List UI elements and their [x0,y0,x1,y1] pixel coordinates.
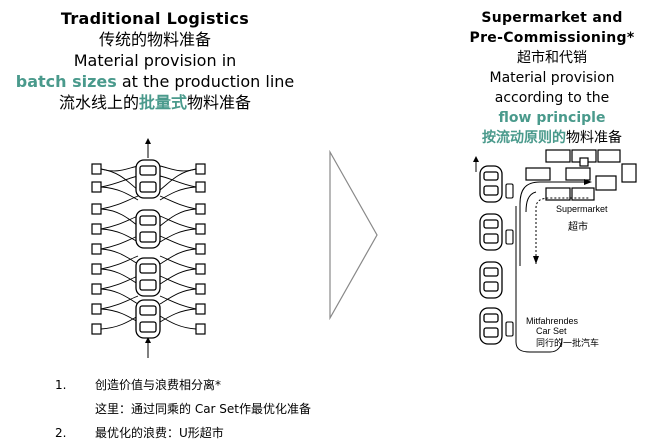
batch-sizes-highlight: batch sizes [15,72,117,91]
route-arrow-head [584,179,592,185]
car-1 [479,165,503,203]
shelf [579,157,589,167]
box [91,303,102,315]
left-line2-rest: at the production line [116,72,295,91]
right-title-cn: 超市和代销 [517,50,587,66]
shelf [621,163,637,183]
box [195,243,206,255]
right-material-boxes [195,163,206,335]
left-line3-highlight: 批量式 [138,93,187,112]
batch-line-diagram [91,138,206,358]
left-line3-cn: 流水线上的批量式物料准备 [0,92,310,113]
box [195,163,206,175]
box [91,163,102,175]
box [91,203,102,215]
box [195,203,206,215]
box [195,263,206,275]
carset-cn: 同行的一批汽车 [536,337,599,348]
line-cars [479,165,503,345]
box [91,263,102,275]
car-3 [479,261,503,299]
left-heading-block: Traditional Logistics 传统的物料准备 Material p… [0,8,310,113]
right-heading-block: Supermarket and Pre-Commissioning* 超市和代销… [452,8,652,148]
right-line4-highlight: 按流动原则的 [482,130,566,146]
right-line1: Material provision [489,70,615,86]
car-2 [479,213,503,251]
carset-line1: Mitfahrendes [526,316,579,326]
car-3 [135,257,161,297]
left-line2: batch sizes at the production line [0,71,310,92]
note-1-number: 1. [55,378,67,392]
shelf [597,149,621,163]
car-set-carts [505,183,514,337]
shelf [545,149,571,163]
car-1 [135,159,161,199]
note-2: 2. 最优化的浪费：U形超市 [55,424,224,441]
box [91,223,102,235]
right-line4-cn: 按流动原则的物料准备 [452,128,652,148]
box [91,323,102,335]
top-arrow-head [145,138,151,144]
note-2-number: 2. [55,426,67,440]
note-1-detail: 这里：通过同乘的 Car Set作最优化准备 [95,400,311,417]
production-line-cars [135,159,161,339]
box [91,243,102,255]
car-4 [479,307,503,345]
supermarket-label: Supermarket [556,204,608,214]
flow-principle-highlight: flow principle [498,110,606,126]
supermarket-label-cn: 超市 [568,220,588,233]
right-line2: according to the [494,90,610,106]
shelf [595,175,617,191]
bottom-arrow-head [145,337,151,343]
shelf [545,187,571,201]
box [195,283,206,295]
box [91,283,102,295]
shelf [571,187,595,201]
shelf [525,167,551,181]
box [195,303,206,315]
note-1-detail-text: 这里：通过同乘的 Car Set作最优化准备 [95,402,312,416]
left-line3-prefix: 流水线上的 [58,93,139,112]
right-title-line2: Pre-Commissioning* [469,30,635,46]
note-1: 1. 创造价值与浪费相分离* [55,376,221,393]
left-title-cn: 传统的物料准备 [98,30,211,49]
transition-chevron [329,150,378,320]
box [195,323,206,335]
left-title: Traditional Logistics [60,9,250,28]
supermarket-diagram: Supermarket 超市 Mitfahrendes Car Set 同行的一… [473,149,637,353]
carset-line2: Car Set [536,326,567,336]
car-4 [135,299,161,339]
line-arrow-head [473,156,479,162]
box [195,223,206,235]
left-material-boxes [91,163,102,335]
left-line1: Material provision in [73,51,237,70]
right-line4-suffix: 物料准备 [566,130,622,146]
car-2 [135,209,161,249]
note-1-text: 创造价值与浪费相分离* [95,378,222,392]
supermarket-shelves [525,149,637,201]
right-title-line1: Supermarket and [481,10,623,26]
note-2-text: 最优化的浪费：U形超市 [95,426,224,440]
left-line3-suffix: 物料准备 [187,93,252,112]
u-route [515,181,590,353]
shelf [565,167,591,181]
box [91,181,102,193]
route-arrow-down [533,256,539,264]
box [195,181,206,193]
